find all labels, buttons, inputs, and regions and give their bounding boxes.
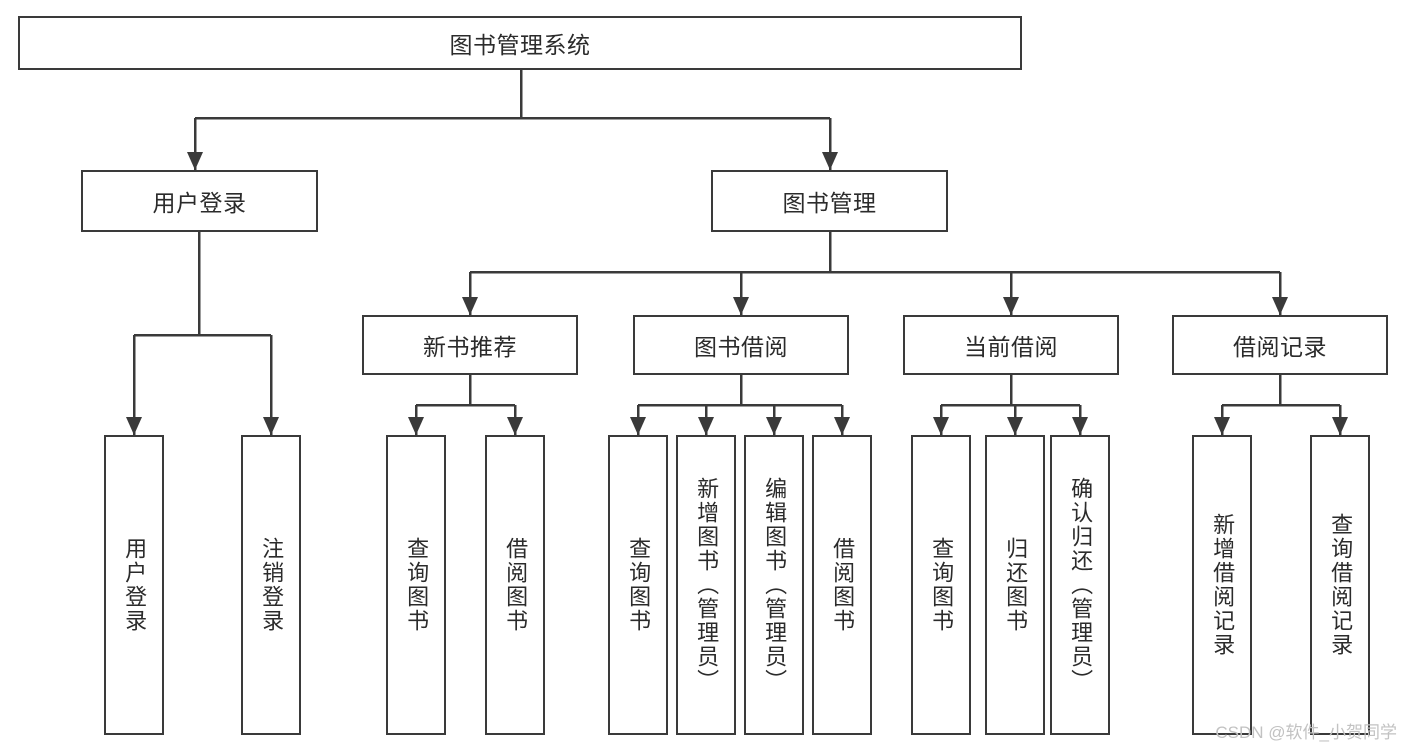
node-label-leaf-return: 归还图书 <box>1003 537 1029 633</box>
node-box-leaf-logout[interactable]: 注销登录 <box>241 435 301 735</box>
node-label-leaf-logout: 注销登录 <box>259 537 285 633</box>
node-label-records: 借阅记录 <box>1233 334 1327 360</box>
node-label-leaf-query-rec: 查询借阅记录 <box>1328 513 1354 657</box>
edge-arrowhead-login-0 <box>126 417 142 435</box>
node-label-login: 用户登录 <box>152 190 247 216</box>
node-box-leaf-login[interactable]: 用户登录 <box>104 435 164 735</box>
node-box-leaf-edit-book[interactable]: 编辑图书（管理员） <box>744 435 804 735</box>
node-label-leaf-borrow-1: 借阅图书 <box>503 537 529 633</box>
node-label-current: 当前借阅 <box>964 334 1058 360</box>
node-box-leaf-query-3[interactable]: 查询图书 <box>911 435 971 735</box>
node-box-leaf-borrow-2[interactable]: 借阅图书 <box>812 435 872 735</box>
edge-arrowhead-current-2 <box>1072 417 1088 435</box>
watermark-text: CSDN @软件_小贺同学 <box>1215 723 1397 742</box>
node-box-current[interactable]: 当前借阅 <box>903 315 1119 375</box>
edge-arrowhead-current-1 <box>1007 417 1023 435</box>
edge-arrowhead-bookmgmt-3 <box>1272 297 1288 315</box>
edge-arrowhead-bookmgmt-1 <box>733 297 749 315</box>
edge-arrowhead-borrow-0 <box>630 417 646 435</box>
node-label-bookmgmt: 图书管理 <box>782 190 877 216</box>
edge-arrowhead-root-1 <box>822 152 838 170</box>
node-box-leaf-add-book[interactable]: 新增图书（管理员） <box>676 435 736 735</box>
edge-arrowhead-current-0 <box>933 417 949 435</box>
node-box-leaf-return[interactable]: 归还图书 <box>985 435 1045 735</box>
edge-arrowhead-borrow-3 <box>834 417 850 435</box>
node-box-leaf-confirm[interactable]: 确认归还（管理员） <box>1050 435 1110 735</box>
node-box-leaf-query-2[interactable]: 查询图书 <box>608 435 668 735</box>
node-label-leaf-confirm: 确认归还（管理员） <box>1068 477 1094 693</box>
node-box-leaf-add-rec[interactable]: 新增借阅记录 <box>1192 435 1252 735</box>
node-label-leaf-query-1: 查询图书 <box>404 537 430 633</box>
edge-arrowhead-records-1 <box>1332 417 1348 435</box>
node-box-records[interactable]: 借阅记录 <box>1172 315 1388 375</box>
node-box-leaf-borrow-1[interactable]: 借阅图书 <box>485 435 545 735</box>
node-label-leaf-add-book: 新增图书（管理员） <box>694 477 720 693</box>
edge-arrowhead-borrow-1 <box>698 417 714 435</box>
edge-arrowhead-root-0 <box>187 152 203 170</box>
edge-arrowhead-newbook-1 <box>507 417 523 435</box>
edge-arrowhead-records-0 <box>1214 417 1230 435</box>
node-label-newbook: 新书推荐 <box>423 334 517 360</box>
node-box-bookmgmt[interactable]: 图书管理 <box>711 170 948 232</box>
node-label-leaf-login: 用户登录 <box>122 537 148 633</box>
node-label-leaf-add-rec: 新增借阅记录 <box>1210 513 1236 657</box>
node-box-leaf-query-rec[interactable]: 查询借阅记录 <box>1310 435 1370 735</box>
node-label-leaf-edit-book: 编辑图书（管理员） <box>762 477 788 693</box>
node-box-newbook[interactable]: 新书推荐 <box>362 315 578 375</box>
edge-arrowhead-borrow-2 <box>766 417 782 435</box>
edge-arrowhead-bookmgmt-0 <box>462 297 478 315</box>
node-box-borrow[interactable]: 图书借阅 <box>633 315 849 375</box>
edge-arrowhead-newbook-0 <box>408 417 424 435</box>
edge-arrowhead-login-1 <box>263 417 279 435</box>
node-label-root: 图书管理系统 <box>449 32 591 58</box>
node-label-leaf-query-2: 查询图书 <box>626 537 652 633</box>
node-label-leaf-borrow-2: 借阅图书 <box>830 537 856 633</box>
node-label-borrow: 图书借阅 <box>694 334 788 360</box>
node-box-login[interactable]: 用户登录 <box>81 170 318 232</box>
node-box-leaf-query-1[interactable]: 查询图书 <box>386 435 446 735</box>
node-label-leaf-query-3: 查询图书 <box>929 537 955 633</box>
node-box-root[interactable]: 图书管理系统 <box>18 16 1022 70</box>
edge-arrowhead-bookmgmt-2 <box>1003 297 1019 315</box>
